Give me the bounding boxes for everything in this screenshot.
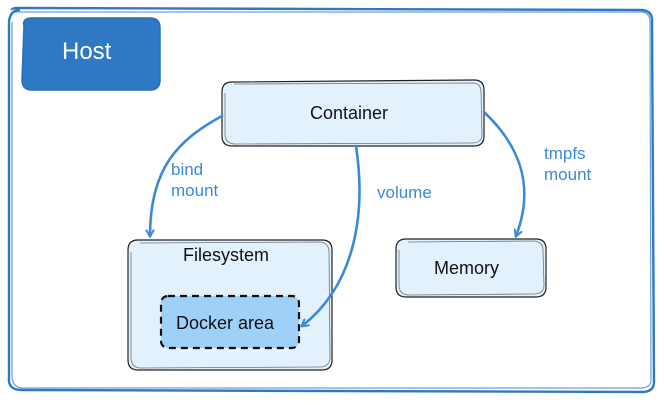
volume-label: volume: [377, 183, 432, 202]
host-label: Host: [62, 38, 112, 65]
tmpfs-mount-label-line2: mount: [544, 165, 592, 184]
bind-mount-label-line1: bind: [171, 160, 204, 179]
bind-mount-arrow: [150, 114, 224, 236]
container-label: Container: [310, 103, 389, 123]
filesystem-label: Filesystem: [183, 245, 270, 265]
volume-arrow: [302, 144, 361, 326]
bind-mount-label: bind mount: [171, 159, 218, 201]
docker-area-node: [159, 294, 301, 350]
host-frame: [7, 6, 656, 394]
tmpfs-mount-label-line1: tmpfs: [544, 144, 586, 163]
memory-node: [395, 238, 547, 298]
tmpfs-mount-arrow: [482, 110, 526, 236]
container-node: [221, 79, 485, 147]
host-badge: [21, 17, 161, 91]
bind-mount-label-line2: mount: [171, 181, 219, 200]
docker-area-label: Docker area: [176, 313, 275, 333]
tmpfs-mount-label: tmpfs mount: [544, 143, 591, 185]
memory-label: Memory: [434, 258, 500, 278]
